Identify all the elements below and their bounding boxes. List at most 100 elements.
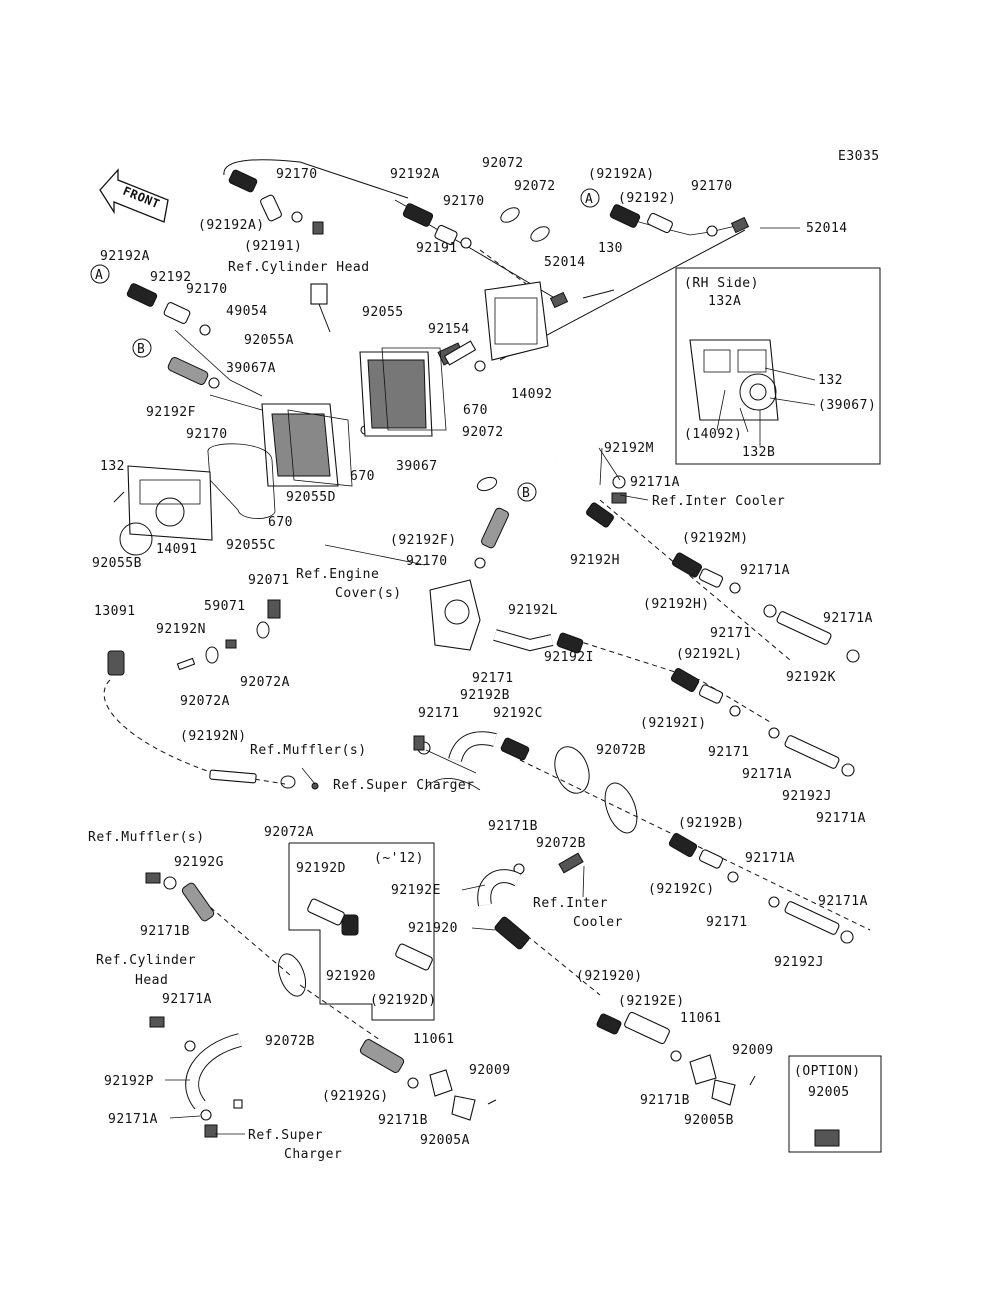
part-label: 92072 [462, 425, 504, 440]
part-label: (92192A) [198, 218, 265, 233]
part-label: 92192B [460, 688, 510, 703]
part-label: 92192 [150, 270, 192, 285]
part-label: 132A [708, 294, 741, 309]
part-label: 92192D [296, 861, 346, 876]
part-label: 14091 [156, 542, 198, 557]
part-label: 92171A [630, 475, 680, 490]
part-label: 92171B [140, 924, 190, 939]
part-label: 132 [818, 373, 843, 388]
part-label: 92171A [108, 1112, 158, 1127]
bent-hoses [185, 441, 604, 1110]
part-label: 92005B [684, 1113, 734, 1128]
ref-label: Ref.Cylinder [96, 953, 196, 968]
part-label: 92055D [286, 490, 336, 505]
part-label: 92170 [186, 282, 228, 297]
part-label: 39067 [396, 459, 438, 474]
part-label: 92171A [816, 811, 866, 826]
part-label: 92171A [818, 894, 868, 909]
part-label: 92171 [708, 745, 750, 760]
year-box-title: (~'12) [374, 851, 424, 866]
part-label: 92171 [706, 915, 748, 930]
part-label: 92171 [710, 626, 752, 641]
part-label: 92072B [536, 836, 586, 851]
part-label: 92170 [406, 554, 448, 569]
part-label: 92009 [469, 1063, 511, 1078]
part-label: 92171A [742, 767, 792, 782]
part-label: 92192F [146, 405, 196, 420]
part-label: 92171B [378, 1113, 428, 1128]
part-label: 92192A [390, 167, 440, 182]
part-label: 92072B [596, 743, 646, 758]
part-label: (92192) [618, 191, 676, 206]
hose-clamps [205, 207, 638, 997]
small-fittings [107, 211, 860, 1147]
part-label: 132B [742, 445, 775, 460]
rh-side-box [675, 267, 881, 465]
part-label: 92192C [493, 706, 543, 721]
part-label: (92192B) [678, 816, 745, 831]
part-label: 52014 [806, 221, 848, 236]
part-label: 92072A [264, 825, 314, 840]
part-label: 132 [100, 459, 125, 474]
ref-label: Head [135, 973, 168, 988]
svg-text:B: B [522, 486, 530, 501]
part-label: (92192N) [180, 729, 247, 744]
leader-lines [165, 227, 816, 1135]
part-label: 92192J [774, 955, 824, 970]
part-label: 921920 [408, 921, 458, 936]
part-label: 92170 [691, 179, 733, 194]
part-label: 92072A [180, 694, 230, 709]
part-label: (92192L) [676, 647, 743, 662]
part-label: 92192P [104, 1074, 154, 1089]
callout-b-left: B [132, 338, 152, 358]
part-label: (92192D) [370, 993, 437, 1008]
part-label: E3035 [838, 149, 880, 164]
part-label: 92170 [276, 167, 318, 182]
part-label: (921920) [576, 969, 643, 984]
part-label: 92055B [92, 556, 142, 571]
ref-label: Ref.Engine [296, 567, 379, 582]
ref-label: Cover(s) [335, 586, 402, 601]
svg-text:B: B [137, 342, 145, 357]
part-label: (39067) [818, 398, 876, 413]
part-label: 92009 [732, 1043, 774, 1058]
part-label: 92171 [472, 671, 514, 686]
part-label: 13091 [94, 604, 136, 619]
part-label: 92005A [420, 1133, 470, 1148]
svg-text:A: A [585, 192, 593, 207]
part-label: 92192N [156, 622, 206, 637]
part-label: 670 [350, 469, 375, 484]
part-label: 92055C [226, 538, 276, 553]
part-label: 92071 [248, 573, 290, 588]
part-label: 49054 [226, 304, 268, 319]
part-label: (92192M) [682, 531, 749, 546]
rh-side-title: (RH Side) [684, 276, 759, 291]
ref-label: Cooler [573, 915, 623, 930]
part-label: 92005 [808, 1085, 850, 1100]
callout-a-upper: A [580, 188, 600, 208]
part-label: 92192E [391, 883, 441, 898]
part-labels: E3035 (92192A) 92170 (92191) 92192A 9219… [88, 149, 880, 1162]
part-label: 921920 [326, 969, 376, 984]
part-label: 92192M [604, 441, 654, 456]
part-label: 92171A [740, 563, 790, 578]
part-label: 92192H [570, 553, 620, 568]
part-label: 130 [598, 241, 623, 256]
ref-label: Ref.Super Charger [333, 778, 475, 793]
part-label: 92192J [782, 789, 832, 804]
part-label: (92192F) [390, 533, 457, 548]
part-label: 92192K [786, 670, 836, 685]
part-label: 92171B [488, 819, 538, 834]
year-variant-box [288, 842, 435, 1021]
part-label: 92055A [244, 333, 294, 348]
ref-label: Charger [284, 1147, 342, 1162]
part-label: 92171A [823, 611, 873, 626]
part-label: 92192L [508, 603, 558, 618]
part-label: 670 [463, 403, 488, 418]
part-label: 52014 [544, 255, 586, 270]
front-direction-arrow: FRONT [99, 168, 169, 223]
ref-label: Ref.Inter [533, 896, 608, 911]
part-label: 92192I [544, 650, 594, 665]
part-label: 92171A [745, 851, 795, 866]
